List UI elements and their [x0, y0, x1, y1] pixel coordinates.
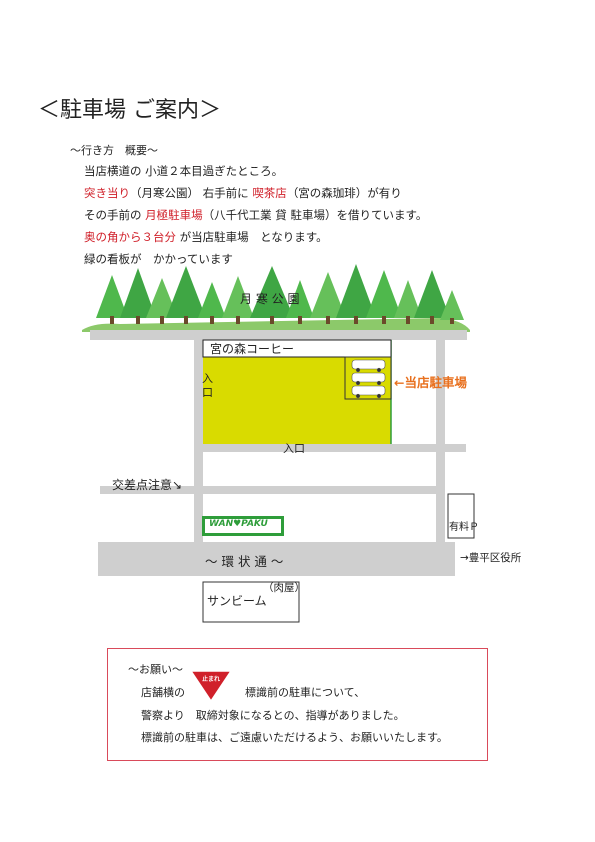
notice-line-3: 標識前の駐車は、ご遠慮いただけるよう、お願いいたします。: [141, 731, 448, 744]
three-spaces-text: 奥の角から３台分: [84, 230, 176, 244]
park-trees: [96, 264, 464, 324]
our-parking-label: ←当店駐車場: [394, 375, 467, 390]
directions-line-4: 奥の角から３台分 が当店駐車場 となります。: [84, 229, 328, 245]
cafe-text: 喫茶店: [252, 186, 287, 200]
shop-sign-text: WAN♥PAKU: [209, 519, 268, 529]
ward-office-direction: →豊平区役所: [460, 552, 522, 564]
park-grass: [82, 318, 470, 332]
our-parking-text: が当店駐車場 となります。: [176, 230, 328, 244]
cafe-label: 宮の森コーヒー: [210, 342, 295, 356]
rental-parking-text: （八千代工業 貸 駐車場）を借りています。: [202, 208, 428, 222]
park-text: （月寒公園） 右手前に: [130, 186, 253, 200]
tree-icon: [336, 264, 376, 324]
car-icon: [351, 372, 386, 386]
intersection-road: [100, 486, 445, 494]
sunbeam-sub-label: （肉屋）: [263, 582, 305, 594]
tree-icon: [120, 268, 156, 324]
dead-end-text: 突き当り: [84, 186, 130, 200]
top-road: [90, 330, 467, 340]
tree-icon: [394, 280, 422, 324]
notice-line-2: 警察より 取締対象になるとの、指導がありました。: [141, 709, 405, 722]
entrance-left-label: 入口: [202, 372, 213, 399]
park-label: 月 寒 公 園: [240, 292, 300, 306]
notice-line-1b: 標識前の駐車について、: [245, 686, 366, 699]
right-vertical-road: [436, 340, 445, 545]
car-icon: [351, 385, 386, 399]
stop-sign-icon: [190, 670, 232, 702]
parking-side-road: [203, 444, 466, 452]
directions-line-1: 当店横道の 小道２本目過ぎたところ。: [84, 164, 284, 178]
directions-line-5: 緑の看板が かかっています: [84, 252, 233, 266]
page-title: ＜駐車場 ご案内＞: [38, 98, 221, 123]
paid-parking-box: [447, 493, 475, 539]
main-road: [98, 542, 455, 576]
car-icons: [351, 359, 386, 399]
intersection-warning: 交差点注意↘: [112, 478, 183, 492]
notice-box: [107, 648, 488, 761]
tree-icon: [440, 290, 464, 324]
notice-heading: 〜お願い〜: [128, 663, 183, 676]
cafe-name-text: （宮の森珈琲）が有り: [286, 186, 402, 200]
tree-icon: [286, 280, 314, 324]
directions-line-3: その手前の 月極駐車場（八千代工業 貸 駐車場）を借りています。: [84, 207, 427, 223]
directions-heading: 〜行き方 概要〜: [70, 144, 158, 157]
tree-icon: [166, 266, 206, 324]
tree-icon: [366, 270, 402, 324]
tree-icon: [96, 275, 128, 324]
cafe-box: [202, 339, 392, 358]
car-icon: [351, 359, 386, 373]
tree-icon: [310, 272, 346, 324]
tree-icon: [198, 282, 226, 324]
tree-icon: [222, 276, 254, 324]
before-text: その手前の: [84, 208, 146, 222]
entrance-bottom-label: 入口: [283, 442, 305, 455]
sunbeam-box: [202, 581, 300, 623]
monthly-parking-text: 月極駐車場: [145, 208, 203, 222]
tree-icon: [414, 270, 450, 324]
tree-icon: [250, 266, 294, 324]
shop-sign-inner: [205, 519, 281, 533]
stop-sign-text: 止まれ: [202, 676, 221, 683]
notice-line-1a: 店舗横の: [141, 686, 185, 699]
paid-parking-label: 有料Ｐ: [449, 522, 479, 533]
main-road-label: 〜 環 状 通 〜: [205, 554, 284, 569]
directions-line-2: 突き当り（月寒公園） 右手前に 喫茶店（宮の森珈琲）が有り: [84, 185, 402, 201]
left-vertical-road: [194, 340, 203, 545]
sunbeam-label: サンビーム: [207, 594, 267, 608]
